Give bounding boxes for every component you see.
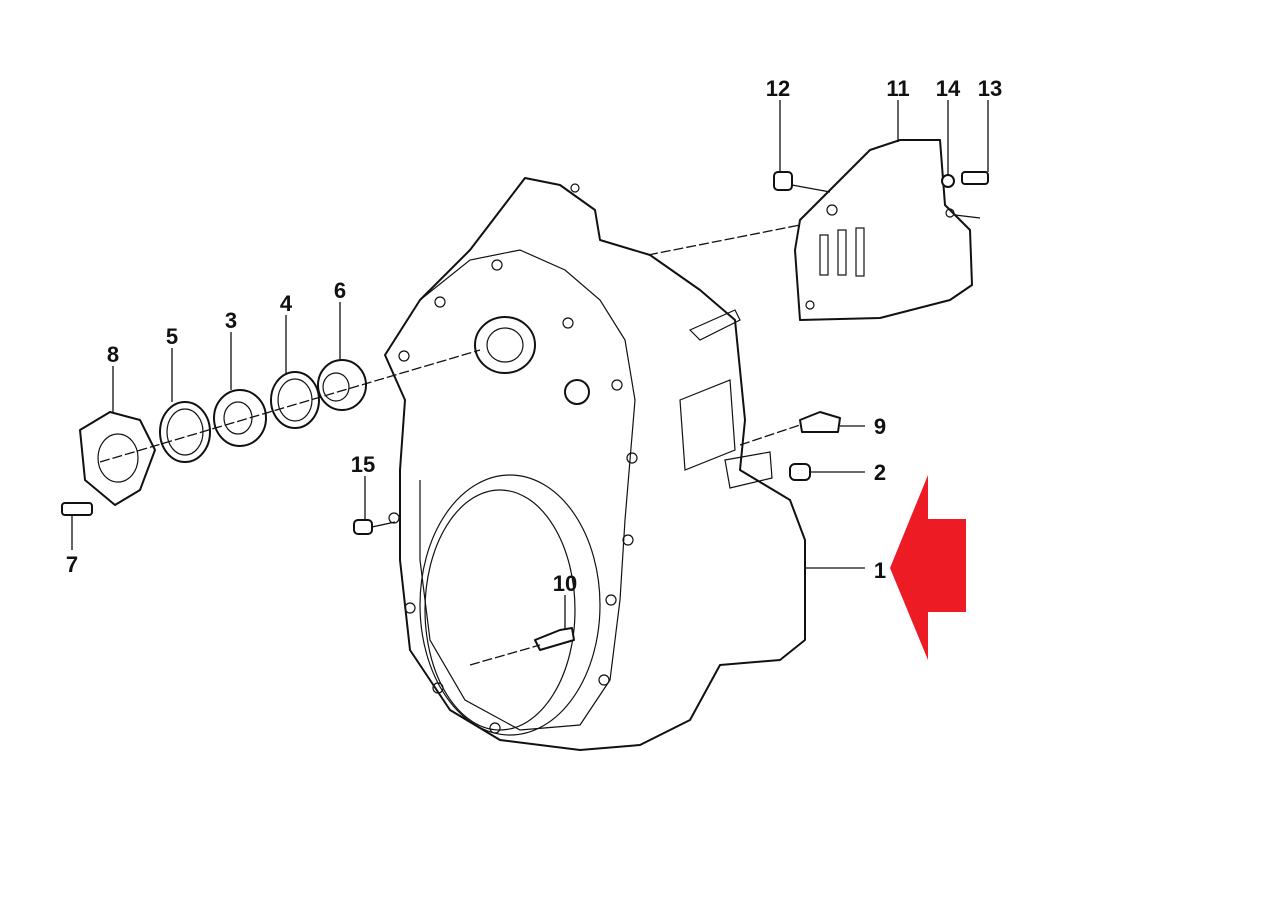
part-14-washer (941, 174, 955, 188)
part-9-pad (799, 411, 841, 433)
part-15-sleeve (353, 519, 373, 535)
cover-plate (794, 139, 973, 321)
part-label-11: 11 (886, 76, 909, 101)
part-12-bolt (773, 171, 793, 191)
part-8-flange (79, 411, 156, 506)
part-6-seal (317, 359, 367, 411)
leader-lines (71, 100, 989, 666)
part-label-12: 12 (766, 76, 790, 101)
part-label-8: 8 (107, 342, 119, 367)
part-label-2: 2 (874, 460, 886, 485)
part-4-ring (270, 371, 320, 429)
part-7-screw (61, 502, 93, 516)
part-label-7: 7 (66, 552, 78, 577)
part-label-3: 3 (225, 308, 237, 333)
part-13-screw (961, 171, 989, 185)
gearbox-housing (384, 177, 806, 751)
part-label-4: 4 (280, 291, 293, 316)
part-5-ring (159, 401, 211, 463)
part-label-1: 1 (874, 558, 886, 583)
part-label-13: 13 (978, 76, 1002, 101)
part-2-sleeve (789, 463, 811, 481)
part-label-10: 10 (553, 571, 577, 596)
part-10-bolt (534, 627, 575, 651)
part-label-15: 15 (351, 452, 375, 477)
part-label-5: 5 (166, 324, 178, 349)
part-label-6: 6 (334, 278, 346, 303)
highlight-arrow-icon (890, 475, 966, 660)
part-label-9: 9 (874, 414, 886, 439)
part-label-14: 14 (936, 76, 961, 101)
part-3-bearing (213, 389, 267, 447)
